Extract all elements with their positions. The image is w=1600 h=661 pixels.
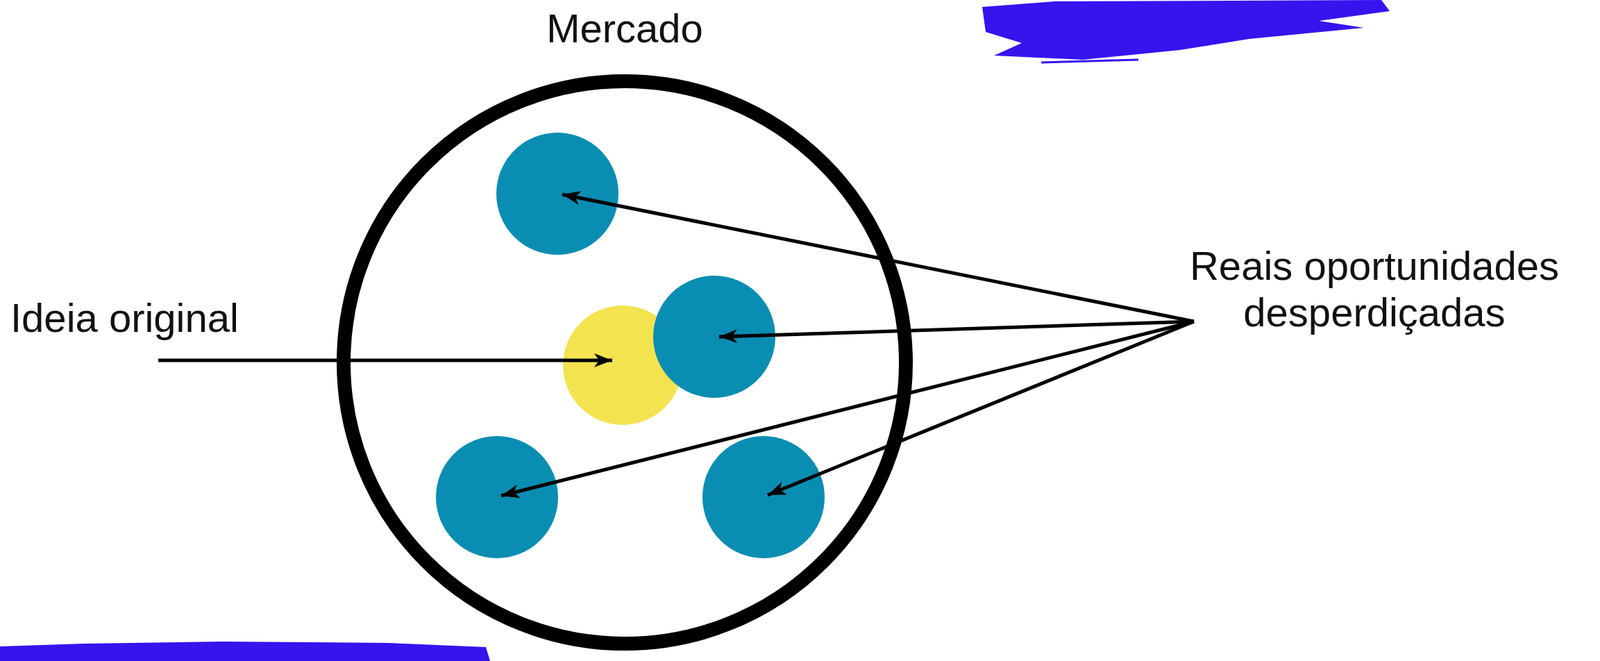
- region-heading: Mercado: [329, 5, 920, 53]
- brush-stroke: [1041, 59, 1139, 63]
- opportunity-circle: [496, 132, 619, 255]
- callout-label: Ideia original: [10, 295, 316, 342]
- leader-arrow: [501, 321, 1194, 496]
- market-region: Mercado: [329, 5, 920, 657]
- opportunity-circle: [435, 435, 559, 559]
- market-circle: [343, 81, 906, 644]
- brush-stroke: [0, 641, 491, 661]
- leader-arrow: [767, 321, 1194, 495]
- callout-label: Reais oportunidades desperdiçadas: [1166, 242, 1583, 336]
- leader-arrow: [562, 194, 1194, 322]
- brush-stroke: [982, 0, 1390, 60]
- opportunity-circle: [702, 435, 825, 559]
- leader-arrow: [719, 321, 1194, 337]
- brush-stroke: [999, 16, 1111, 21]
- leader-arrow: [158, 358, 613, 363]
- region-outline: [329, 5, 920, 657]
